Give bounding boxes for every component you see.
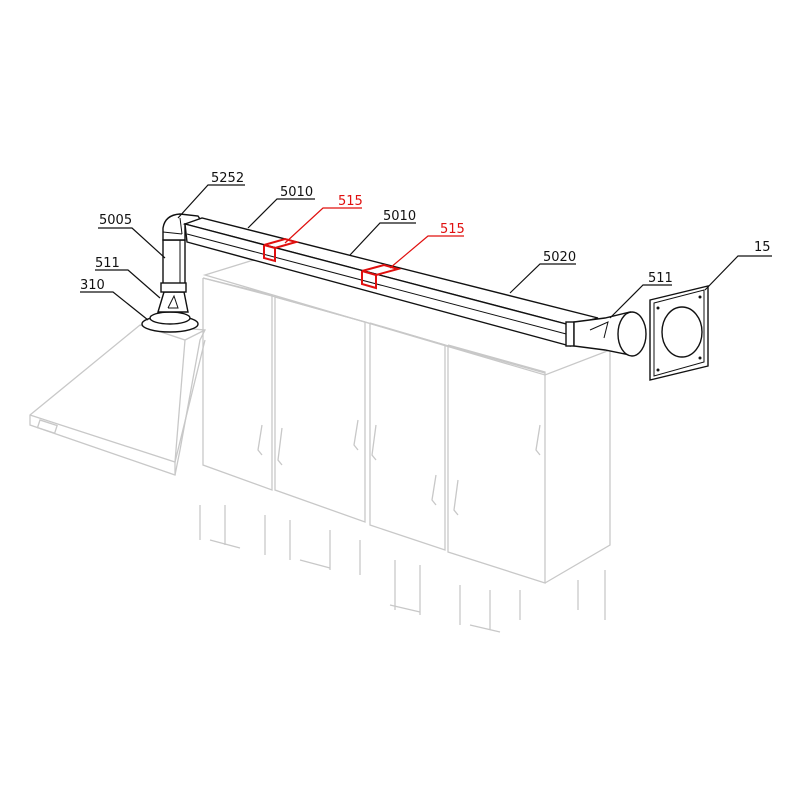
connector-515-1 [263, 237, 300, 263]
horizontal-duct [182, 217, 599, 347]
label-hood-collar: 310 [80, 278, 105, 293]
label-adapter-right: 511 [648, 271, 673, 286]
label-connector-1: 515 [338, 194, 363, 209]
label-duct-2: 5010 [383, 209, 416, 224]
label-wall-plate: 15 [754, 240, 771, 255]
vertical-duct-5005 [160, 239, 187, 293]
cooker-hood [29, 324, 207, 476]
label-connector-2: 515 [440, 222, 465, 237]
leader-lines-red [284, 207, 464, 269]
wall-cabinets [199, 254, 613, 633]
adapter-511-right [573, 311, 647, 357]
cabinet-legs [199, 505, 606, 633]
label-duct-3: 5020 [543, 250, 576, 265]
adapter-511-left [157, 291, 189, 313]
wall-plate-15 [649, 285, 709, 381]
label-adapter-left: 511 [95, 256, 120, 271]
label-duct-1: 5010 [280, 185, 313, 200]
hood-collar-310 [141, 311, 199, 333]
leader-lines [80, 184, 772, 321]
label-vertical-duct: 5005 [99, 213, 132, 228]
label-elbow: 5252 [211, 171, 244, 186]
